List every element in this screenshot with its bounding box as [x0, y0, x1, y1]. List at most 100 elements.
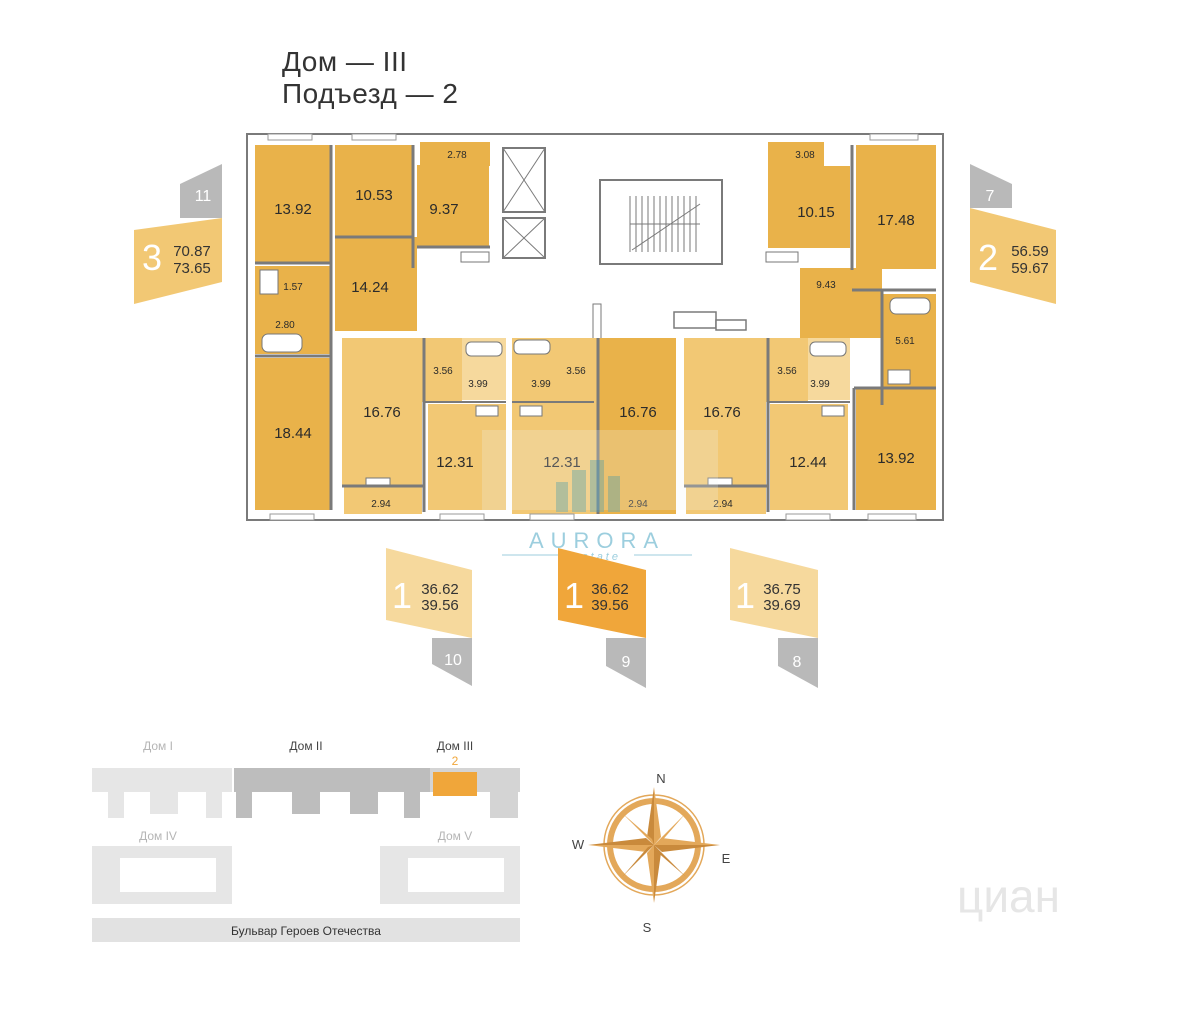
stove-icon	[460, 251, 490, 263]
room-label: 13.92	[274, 201, 312, 218]
living-area: 36.62	[421, 581, 459, 598]
room-label: 3.56	[566, 366, 586, 377]
room-label: 16.76	[619, 404, 657, 421]
compass-rose-icon	[588, 787, 720, 903]
stove-icon	[765, 251, 799, 263]
room-16-76-a	[342, 338, 422, 486]
room-label: 9.37	[429, 201, 458, 218]
apartment-badge-8[interactable]: 1 36.75 39.69 8	[730, 548, 818, 688]
room-17-48	[856, 145, 936, 269]
room-12-31-b	[512, 338, 598, 514]
compass-north: N	[656, 771, 665, 786]
room-label: 2.80	[275, 320, 295, 331]
room-13-92-a	[255, 145, 331, 263]
room-label: 2.78	[447, 150, 467, 161]
room-label: 14.24	[351, 279, 389, 296]
room-2-78	[420, 142, 490, 166]
living-area: 36.75	[763, 581, 801, 598]
room-label: 1.57	[283, 282, 303, 293]
room-label: 10.15	[797, 204, 835, 221]
watermark: AURORA estate	[482, 430, 718, 563]
room-count: 1	[392, 575, 412, 616]
room-label: 9.43	[816, 280, 836, 291]
room-label: 3.56	[433, 366, 453, 377]
house-label-5: Дом V	[438, 829, 473, 843]
apartment-badge-7[interactable]: 7 2 56.59 59.67	[970, 164, 1056, 304]
apartment-7-plan[interactable]	[765, 142, 936, 510]
room-10-15	[768, 166, 850, 248]
site-plan: Дом I Дом II Дом III 2 Дом IV Дом V	[92, 739, 520, 942]
house-label-4: Дом IV	[139, 829, 177, 843]
room-9-43	[800, 268, 882, 338]
street-bar	[92, 918, 520, 942]
room-16-76-c	[684, 338, 766, 486]
apartment-badge-9[interactable]: 1 36.62 39.56 9	[558, 548, 646, 688]
room-label: 2.94	[628, 499, 648, 510]
room-label: 2.94	[371, 499, 391, 510]
apartment-number: 10	[444, 652, 462, 669]
apartment-11-plan[interactable]	[255, 142, 490, 510]
house-3-shape	[430, 768, 520, 818]
shower-icon	[259, 269, 279, 295]
room-label: 10.53	[355, 187, 393, 204]
house-label-2: Дом II	[289, 739, 322, 753]
house-label-3: Дом III	[437, 739, 474, 753]
windows	[267, 133, 919, 521]
entrance-highlight	[433, 772, 477, 796]
room-label: 3.99	[531, 379, 551, 390]
bathtub-icon	[889, 297, 931, 315]
room-3-56-a	[422, 338, 462, 402]
entrance-marker: 2	[452, 754, 459, 768]
washer-icon	[887, 369, 911, 385]
total-area: 39.56	[421, 597, 459, 614]
room-count: 2	[978, 237, 998, 278]
total-area: 39.69	[763, 597, 801, 614]
compass-west: W	[572, 837, 585, 852]
room-3-56-c	[766, 338, 808, 402]
room-18-44	[255, 358, 331, 510]
room-2-94-a	[344, 486, 422, 514]
room-10-53	[335, 145, 413, 237]
room-14-24	[335, 237, 417, 331]
total-area: 73.65	[173, 260, 211, 277]
room-2-94-c	[686, 486, 766, 514]
apartment-badge-11[interactable]: 11 3 70.87 73.65	[134, 164, 222, 304]
room-label: 3.99	[468, 379, 488, 390]
house-label-1: Дом I	[143, 739, 173, 753]
house-title: Дом — III	[282, 46, 408, 77]
apartment-9-plan[interactable]	[512, 338, 676, 514]
building-core	[502, 147, 747, 351]
room-2-94-b	[598, 478, 676, 514]
apartment-number: 9	[622, 654, 631, 671]
room-label: 5.61	[895, 336, 915, 347]
room-label: 3.08	[795, 150, 815, 161]
floor-plan: 13.92 10.53 9.37 2.78 14.24 1.57 2.80 18…	[246, 133, 944, 521]
room-label: 17.48	[877, 212, 915, 229]
total-area: 59.67	[1011, 260, 1049, 277]
corner-watermark: циан	[957, 870, 1060, 922]
room-label: 12.44	[789, 454, 827, 471]
stairwell	[599, 179, 723, 265]
apartment-number: 7	[986, 188, 995, 205]
entrance-title: Подъезд — 2	[282, 78, 459, 109]
house-1-shape	[92, 768, 232, 818]
bathtub-icon	[261, 333, 303, 353]
apartment-10-plan[interactable]	[342, 338, 506, 514]
room-16-76-b	[598, 338, 676, 478]
street-label: Бульвар Героев Отечества	[231, 924, 381, 938]
living-area: 70.87	[173, 243, 211, 260]
room-12-31-a	[428, 404, 506, 510]
watermark-brand: AURORA	[529, 528, 665, 553]
apartment-8-plan[interactable]	[684, 338, 850, 514]
room-label: 2.94	[713, 499, 733, 510]
apartment-number: 11	[195, 188, 212, 205]
room-label: 3.99	[810, 379, 830, 390]
room-label: 12.31	[543, 454, 581, 471]
room-count: 1	[735, 575, 755, 616]
room-12-44	[770, 404, 848, 510]
apartment-number: 8	[793, 654, 802, 671]
room-label: 12.31	[436, 454, 474, 471]
room-count: 3	[142, 237, 162, 278]
apartment-badge-10[interactable]: 1 36.62 39.56 10	[386, 548, 472, 686]
